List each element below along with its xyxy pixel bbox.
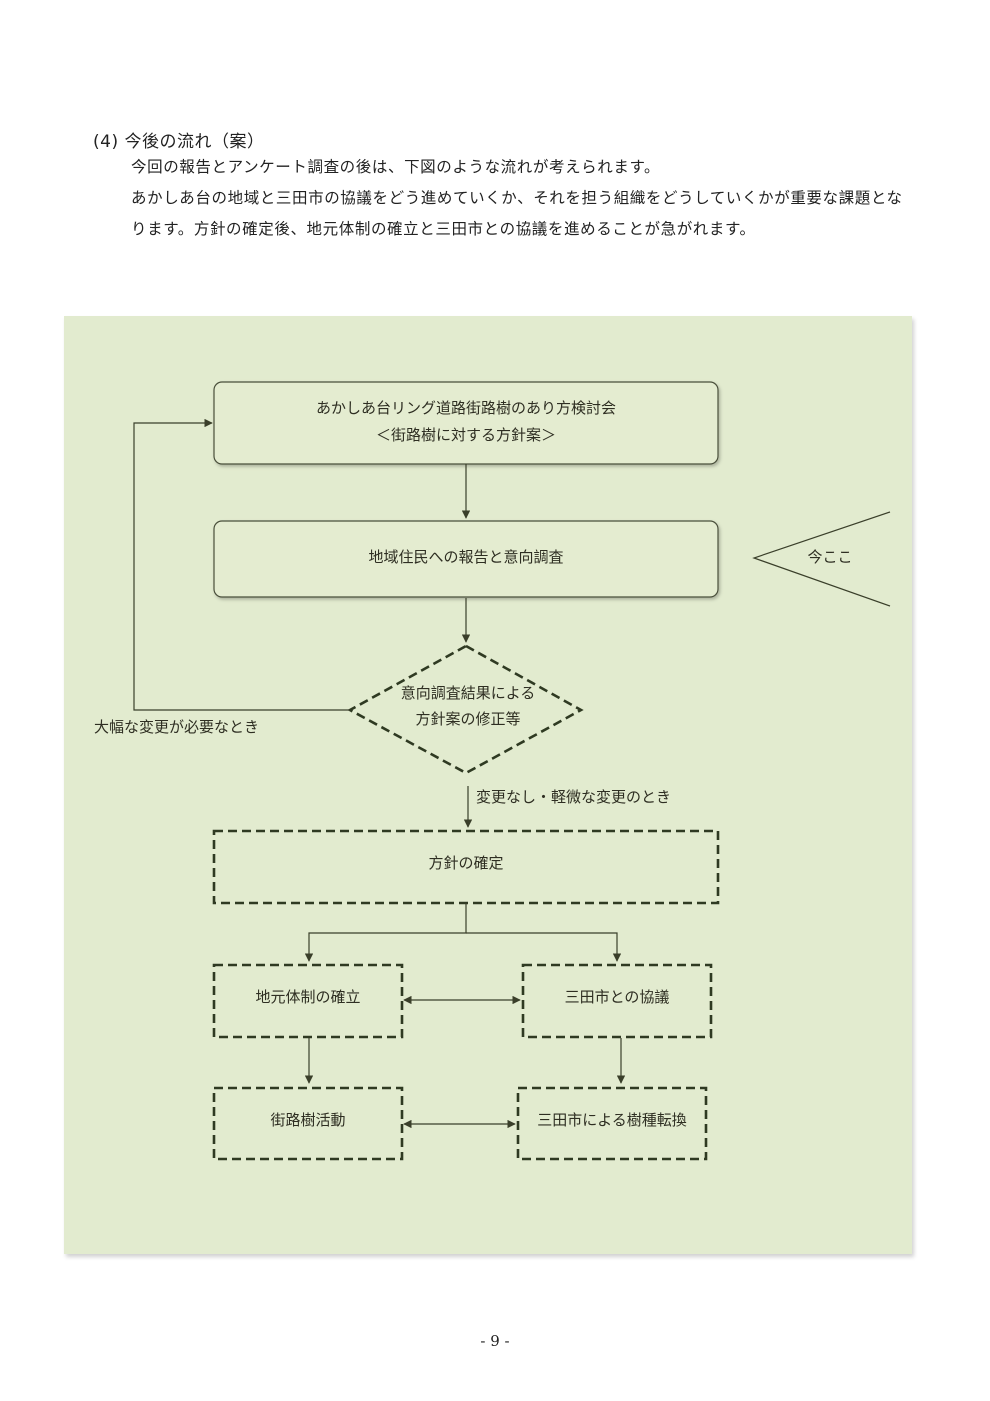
section-heading: (4) 今後の流れ（案） [93, 132, 265, 152]
current-marker-label: 今ここ [807, 548, 852, 566]
revision-decision-diamond: 意向調査結果による 方針案の修正等 [347, 644, 584, 775]
policy-finalized-box: 方針の確定 [212, 829, 720, 905]
intro-paragraph: 今回の報告とアンケート調査の後は、下図のような流れが考えられます。 [131, 158, 661, 176]
arrow-to-local-system [304, 903, 467, 962]
species-conversion-label: 三田市による樹種転換 [537, 1111, 687, 1129]
street-tree-activity-label: 街路樹活動 [270, 1111, 345, 1129]
page-number: - 9 - [480, 1332, 510, 1350]
review-meeting-box: あかしあ台リング道路街路樹のあり方検討会 ＜街路樹に対する方針案＞ [213, 381, 719, 465]
city-consultation-label: 三田市との協議 [565, 988, 670, 1006]
flowchart-panel [64, 316, 912, 1254]
local-system-label: 地元体制の確立 [255, 988, 360, 1006]
local-system-box: 地元体制の確立 [212, 963, 404, 1039]
decision-line2: 方針案の修正等 [415, 710, 520, 728]
policy-finalized-label: 方針の確定 [428, 854, 503, 872]
city-consultation-box: 三田市との協議 [521, 963, 713, 1039]
street-tree-activity-box: 街路樹活動 [212, 1086, 404, 1161]
minor-change-label: 変更なし・軽微な変更のとき [476, 788, 671, 806]
species-conversion-box: 三田市による樹種転換 [516, 1086, 708, 1161]
review-meeting-title: あかしあ台リング道路街路樹のあり方検討会 [316, 399, 616, 417]
major-change-loop-arrow [133, 418, 350, 711]
decision-line1: 意向調査結果による [401, 684, 536, 702]
issue-paragraph: あかしあ台の地域と三田市の協議をどう進めていくか、それを担う組織をどうしていくか… [131, 189, 903, 238]
current-position-marker: 今ここ [752, 511, 891, 607]
report-survey-label: 地域住民への報告と意向調査 [368, 548, 563, 566]
major-change-label: 大幅な変更が必要なとき [94, 718, 259, 736]
arrow-to-city-consultation [466, 932, 622, 962]
report-survey-box: 地域住民への報告と意向調査 [213, 520, 719, 598]
review-meeting-subtitle: ＜街路樹に対する方針案＞ [376, 426, 556, 444]
